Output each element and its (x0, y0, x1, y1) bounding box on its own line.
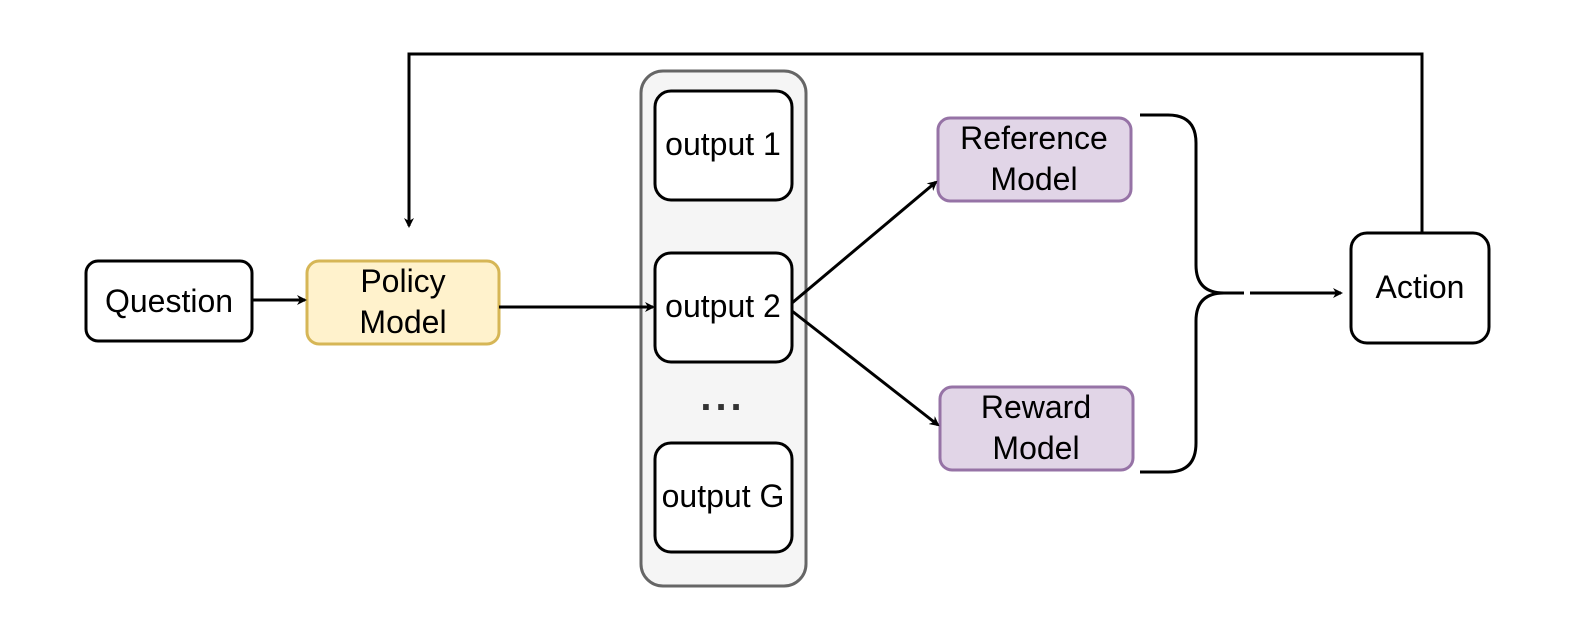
curly-brace (1140, 113, 1244, 474)
action-label: Action (1376, 269, 1465, 305)
output-2-node: output 2 (653, 251, 794, 364)
question-label: Question (105, 283, 233, 319)
ellipsis-label: ... (700, 375, 745, 419)
reference-model-label-line2: Model (990, 161, 1077, 197)
action-box (1349, 231, 1491, 345)
reward-model-label-line1: Reward (981, 389, 1091, 425)
output-1-label: output 1 (665, 126, 781, 162)
output-g-label: output G (662, 478, 785, 514)
reward-model-label-line2: Model (992, 430, 1079, 466)
reward-model-node: Reward Model (938, 385, 1135, 472)
reward-model-box (938, 385, 1135, 472)
policy-model-label-line2: Model (359, 304, 446, 340)
output-g-node: output G (653, 441, 794, 554)
reference-model-label-line1: Reference (960, 120, 1108, 156)
policy-model-box (305, 259, 501, 346)
policy-model-label-line1: Policy (360, 263, 445, 299)
policy-model-node: Policy Model (305, 259, 501, 346)
edge-action-feedback-to-policy (404, 52, 1424, 233)
output-1-node: output 1 (653, 89, 794, 202)
reference-model-node: Reference Model (936, 116, 1133, 203)
action-node: Action (1349, 231, 1491, 345)
reference-model-box (936, 116, 1133, 203)
output-2-label: output 2 (665, 288, 781, 324)
question-node: Question (84, 259, 254, 343)
edge-output2-to-reference (791, 180, 938, 305)
edge-output2-to-reward (791, 309, 940, 427)
output-1-box (653, 89, 794, 202)
output-g-box (653, 441, 794, 554)
output-2-box (653, 251, 794, 364)
